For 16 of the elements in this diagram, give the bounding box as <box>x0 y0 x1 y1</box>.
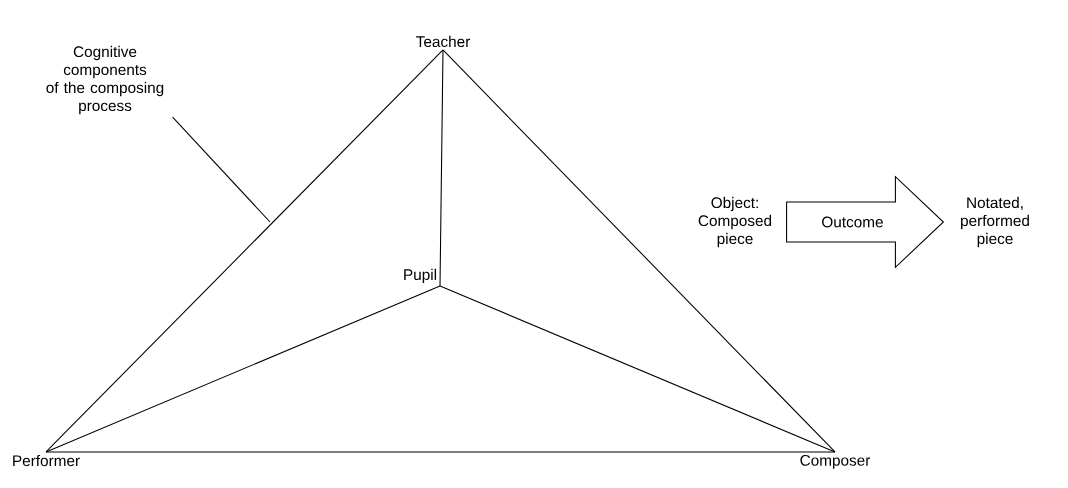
vertex-label: Composer <box>800 454 871 469</box>
line <box>442 49 836 453</box>
vertex-label: Performer <box>13 454 80 467</box>
line <box>45 285 441 453</box>
line <box>439 49 444 287</box>
edge-label: Outcome <box>822 216 883 228</box>
line <box>45 49 444 453</box>
callout-text: Cognitive components of the composing process <box>46 45 164 115</box>
text-label: Notated, performed piece <box>961 196 1029 248</box>
line <box>439 285 836 453</box>
text-label: Object: Composed piece <box>698 196 772 248</box>
vertex-label: Pupil <box>404 268 437 284</box>
block-arrow <box>786 175 945 269</box>
vertex-label: Teacher <box>416 35 471 48</box>
line <box>45 451 836 453</box>
leader-line <box>172 116 271 223</box>
